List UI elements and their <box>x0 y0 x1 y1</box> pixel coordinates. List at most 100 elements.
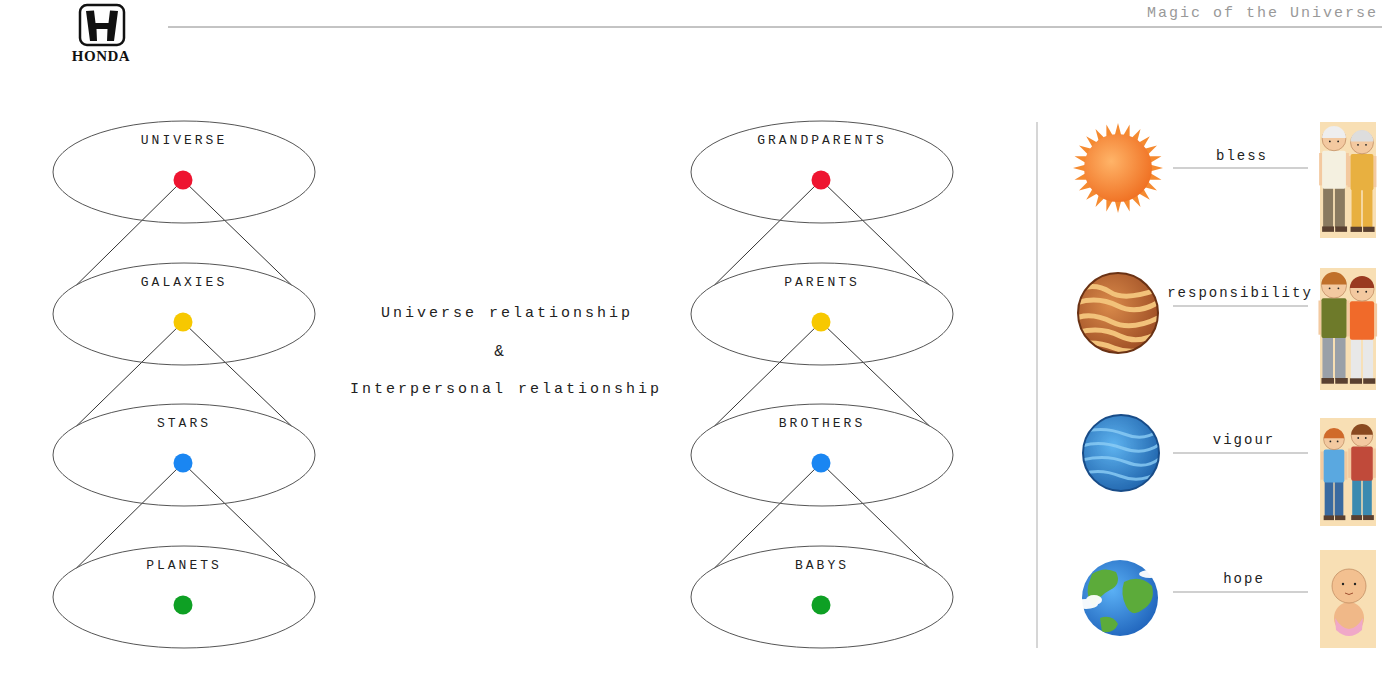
person-figure <box>1363 338 1373 380</box>
person-figure <box>1348 424 1376 520</box>
ellipse-outline <box>691 263 953 365</box>
cone-connector <box>77 322 292 426</box>
person-figure <box>1363 188 1373 228</box>
ellipse-outline <box>53 263 315 365</box>
person-figure <box>1373 449 1376 478</box>
node-label: BABYS <box>690 545 954 574</box>
center-caption: Universe relationship <box>381 305 633 323</box>
page-title: Magic of the Universe <box>1147 5 1378 22</box>
brand-name: HONDA <box>72 47 130 65</box>
person-figure <box>1324 428 1345 438</box>
person-figure <box>1319 153 1322 185</box>
cone-connector <box>77 180 292 285</box>
person-figure <box>1350 378 1362 384</box>
level-dot <box>174 454 193 473</box>
earth-icon <box>1122 579 1152 613</box>
person-figure <box>1348 130 1377 232</box>
person-figure <box>1318 272 1349 384</box>
node-label: GRANDPARENTS <box>690 120 954 149</box>
person-figure <box>1321 298 1346 338</box>
person-figure <box>1329 287 1331 289</box>
baby-figure <box>1332 569 1366 636</box>
person-figure <box>1351 227 1362 232</box>
ellipse-node: UNIVERSE <box>52 120 316 224</box>
center-caption: & <box>494 343 504 361</box>
person-figure <box>1335 378 1348 384</box>
people-panels <box>1320 418 1376 526</box>
person-figure <box>1318 301 1321 335</box>
earth-icon <box>1151 566 1165 574</box>
person-figure <box>1335 186 1345 227</box>
person-figure <box>1329 441 1331 443</box>
people-panels <box>1320 268 1376 390</box>
person-figure <box>1365 144 1367 146</box>
person-figure <box>1357 437 1359 439</box>
person-figure <box>1319 126 1349 232</box>
leader-lines <box>1173 168 1308 592</box>
people-figures <box>1318 126 1377 636</box>
neptune-icon <box>1083 415 1159 491</box>
person-figure <box>1351 424 1373 435</box>
neptune-icon <box>1083 415 1159 491</box>
node-label: PLANETS <box>52 545 316 574</box>
honda-logo <box>86 11 118 42</box>
person-figure <box>1351 131 1374 154</box>
person-figure <box>1365 291 1367 293</box>
baby-figure <box>1345 593 1353 595</box>
meaning-label: responsibility <box>1167 284 1313 302</box>
cone-connector <box>715 322 930 426</box>
ellipse-outline <box>691 546 953 648</box>
node-label: PARENTS <box>690 262 954 291</box>
person-figure <box>1329 141 1331 143</box>
jupiter-icon <box>1076 343 1162 351</box>
level-dot <box>174 171 193 190</box>
ellipse-node: BROTHERS <box>690 403 954 507</box>
header-rule <box>168 27 1382 28</box>
leader-lines <box>1173 305 1308 307</box>
person-figure <box>1347 304 1350 337</box>
ellipse-outline <box>691 121 953 223</box>
person-figure <box>1321 452 1324 480</box>
node-label: GALAXIES <box>52 262 316 291</box>
person-figure <box>1322 151 1346 189</box>
person-figure <box>1350 301 1374 340</box>
person-figure <box>1374 304 1377 337</box>
person-figure <box>1325 481 1334 517</box>
divider-line <box>1036 122 1038 648</box>
person-figure <box>1323 186 1333 227</box>
person-figure <box>1363 515 1374 520</box>
person-figure <box>1352 479 1361 516</box>
baby-figure <box>1342 583 1344 585</box>
cone-connector <box>77 463 292 568</box>
center-caption: Interpersonal relationship <box>350 381 662 399</box>
neptune-icon <box>1082 457 1160 465</box>
person-figure <box>1352 188 1362 228</box>
honda-logo <box>80 5 124 45</box>
meaning-label: hope <box>1223 570 1265 588</box>
person-figure <box>1373 156 1376 187</box>
ellipse-node: GRANDPARENTS <box>690 120 954 224</box>
baby-figure <box>1332 569 1366 603</box>
jupiter-icon <box>1076 273 1162 353</box>
sun-icon <box>1073 123 1163 213</box>
person-figure <box>1335 515 1345 520</box>
leader-lines <box>1173 167 1308 169</box>
person-figure <box>1321 272 1346 285</box>
person-figure <box>1335 336 1346 379</box>
person-figure <box>1322 226 1334 231</box>
ellipse-outline <box>53 546 315 648</box>
person-figure <box>1363 378 1375 384</box>
person-figure <box>1351 515 1362 520</box>
honda-logo <box>80 5 124 45</box>
ellipse-node: PARENTS <box>690 262 954 366</box>
neptune-icon <box>1082 429 1160 479</box>
person-figure <box>1344 452 1347 480</box>
person-figure <box>1321 428 1348 520</box>
earth-icon <box>1100 617 1118 632</box>
sun-icon <box>1084 134 1152 202</box>
jupiter-icon <box>1078 273 1158 353</box>
people-panels <box>1320 550 1376 648</box>
person-figure <box>1348 449 1351 478</box>
